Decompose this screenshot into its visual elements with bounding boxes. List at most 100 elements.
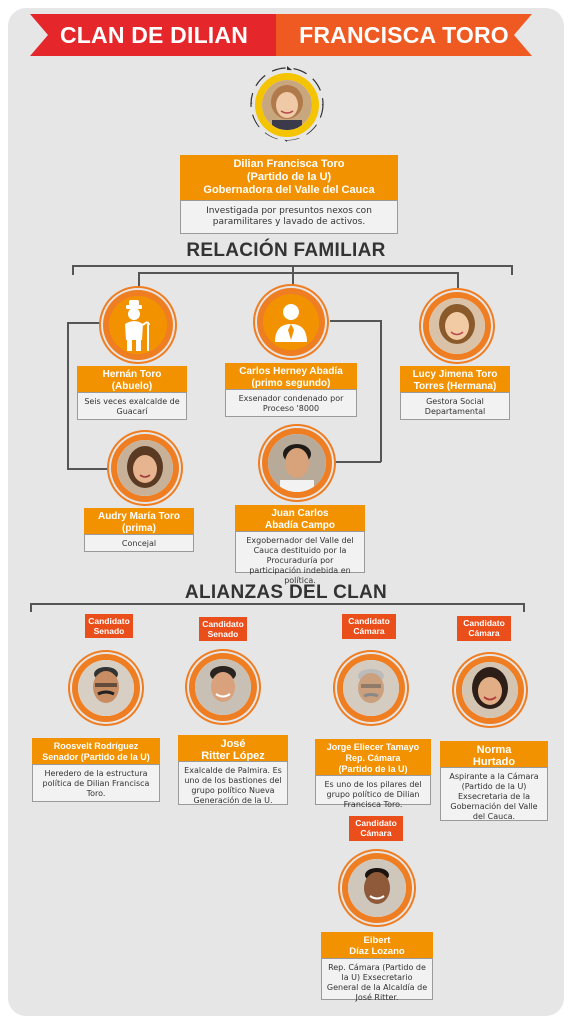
ritter-portrait-ring [189,653,257,721]
man-photo-icon [348,859,406,917]
woman-photo-icon [117,440,173,496]
main-portrait-ring [258,76,316,134]
woman-photo-icon [429,298,485,354]
ritter-tag-1: Candidato [202,619,244,629]
family-bracket-right [511,265,513,275]
family-branch-1 [138,272,140,286]
audry-portrait [117,440,173,496]
title-left: CLAN DE DILIAN [30,14,278,56]
ritter-name-2: Ritter López [201,750,265,762]
carlos-name-box: Carlos Herney Abadía (primo segundo) [225,363,357,389]
carlos-portrait-ring [257,288,325,356]
elder-icon [125,300,150,351]
family-branch-3 [457,272,459,288]
man-photo-icon [268,434,326,492]
roosvelt-name-box: Roosvelt Rodríguez Senador (Partido de l… [32,738,160,764]
alliance-bracket-left [30,603,32,612]
woman-portrait-icon [262,80,312,130]
man-photo-icon [343,660,399,716]
lucy-relation: Torres (Hermana) [413,381,497,392]
lucy-description: Gestora Social Departamental [400,392,510,420]
grandpa-link-h [67,322,103,324]
audry-relation: (prima) [122,523,156,534]
lucy-name-box: Lucy Jimena Toro Torres (Hermana) [400,366,510,392]
diaz-portrait-ring [342,853,412,923]
hernan-relation: (Abuelo) [111,381,153,392]
carlos-name: Carlos Herney Abadía [239,366,343,377]
diaz-portrait [348,859,406,917]
hurtado-portrait-ring [456,656,524,724]
hernan-name-box: Hernán Toro (Abuelo) [77,366,187,392]
section-title-alliances: ALIANZAS DEL CLAN [184,582,388,603]
family-bracket-top [72,265,512,267]
tamayo-role: Rep. Cámara [345,753,401,763]
tamayo-description: Es uno de los pilares del grupo político… [315,775,431,809]
title-right: FRANCISCA TORO [276,14,532,56]
diaz-tag-2: Cámara [360,828,392,838]
tamayo-portrait-ring [337,654,405,722]
roosvelt-role: Senador (Partido de la U) [42,752,150,762]
ritter-tag: Candidato Senado [199,617,247,641]
roosvelt-name: Roosvelt Rodríguez [53,741,139,751]
juan-description: Exgobernador del Valle del Cauca destitu… [235,531,365,585]
grandpa-link-bottom [67,468,111,470]
family-branch-line [138,272,457,274]
main-name-line-1: Dilian Francisca Toro [233,158,345,170]
ritter-description: Exalcalde de Palmira. Es uno de los bast… [178,761,288,805]
ritter-tag-2: Senado [207,629,239,639]
hernan-portrait [109,296,167,354]
tamayo-name: Jorge Eliecer Tamayo [326,742,420,752]
main-name-line-2: (Partido de la U) [246,171,332,183]
hurtado-tag-2: Cámara [468,628,500,638]
main-name-line-3: Gobernadora del Valle del Cauca [203,184,375,196]
juan-name-1: Juan Carlos [271,508,329,519]
juan-name-2: Abadía Campo [264,520,335,531]
juan-name-box: Juan Carlos Abadía Campo [235,505,365,531]
diaz-description: Rep. Cámara (Partido de la U) Exsecretar… [321,958,433,1002]
main-name-box: Dilian Francisca Toro (Partido de la U) … [180,155,398,201]
audry-name-box: Audry María Toro (prima) [84,508,194,534]
roosvelt-tag: Candidato Senado [85,614,133,638]
roosvelt-portrait [78,660,134,716]
man-photo-icon [78,660,134,716]
woman-photo-icon [462,662,518,718]
family-bracket-left [72,265,74,275]
audry-portrait-ring [111,434,179,502]
carlos-link-v [380,320,382,462]
diaz-name-2: Díaz Lozano [349,946,405,957]
grandpa-link-v [67,322,69,468]
tamayo-name-box: Jorge Eliecer Tamayo Rep. Cámara (Partid… [315,739,431,775]
diaz-name-1: Eibert [363,935,391,946]
ritter-name-box: José Ritter López [178,735,288,762]
hurtado-tag-1: Candidato [463,618,505,628]
man-photo-icon [195,659,251,715]
audry-name: Audry María Toro [97,511,181,522]
tamayo-tag-1: Candidato [348,616,390,626]
roosvelt-portrait-ring [72,654,140,722]
alliance-bracket-top [30,603,524,605]
rotate-arrows-icon [250,66,324,142]
tamayo-tag: Candidato Cámara [342,614,396,639]
roosvelt-tag-1: Candidato [88,616,130,626]
main-portrait [262,80,312,130]
lucy-portrait [429,298,485,354]
tamayo-portrait [343,660,399,716]
juan-portrait [268,434,326,492]
roosvelt-tag-2: Senado [93,626,125,636]
carlos-link-bottom [332,461,381,463]
hurtado-name-2: Hurtado [472,756,516,768]
hurtado-name-1: Norma [476,744,512,756]
hurtado-portrait [462,662,518,718]
juan-portrait-ring [262,428,332,498]
diaz-tag-1: Candidato [355,818,397,828]
hernan-portrait-ring [103,290,173,360]
audry-description: Concejal [84,534,194,552]
carlos-link-h [330,320,381,322]
hurtado-tag: Candidato Cámara [457,616,511,641]
hurtado-name-box: Norma Hurtado [440,741,548,768]
businessman-icon [275,304,307,342]
lucy-name: Lucy Jimena Toro [412,369,498,380]
hernan-name: Hernán Toro [102,369,162,380]
carlos-relation: (primo segundo) [251,378,331,389]
diaz-tag: Candidato Cámara [349,816,403,841]
